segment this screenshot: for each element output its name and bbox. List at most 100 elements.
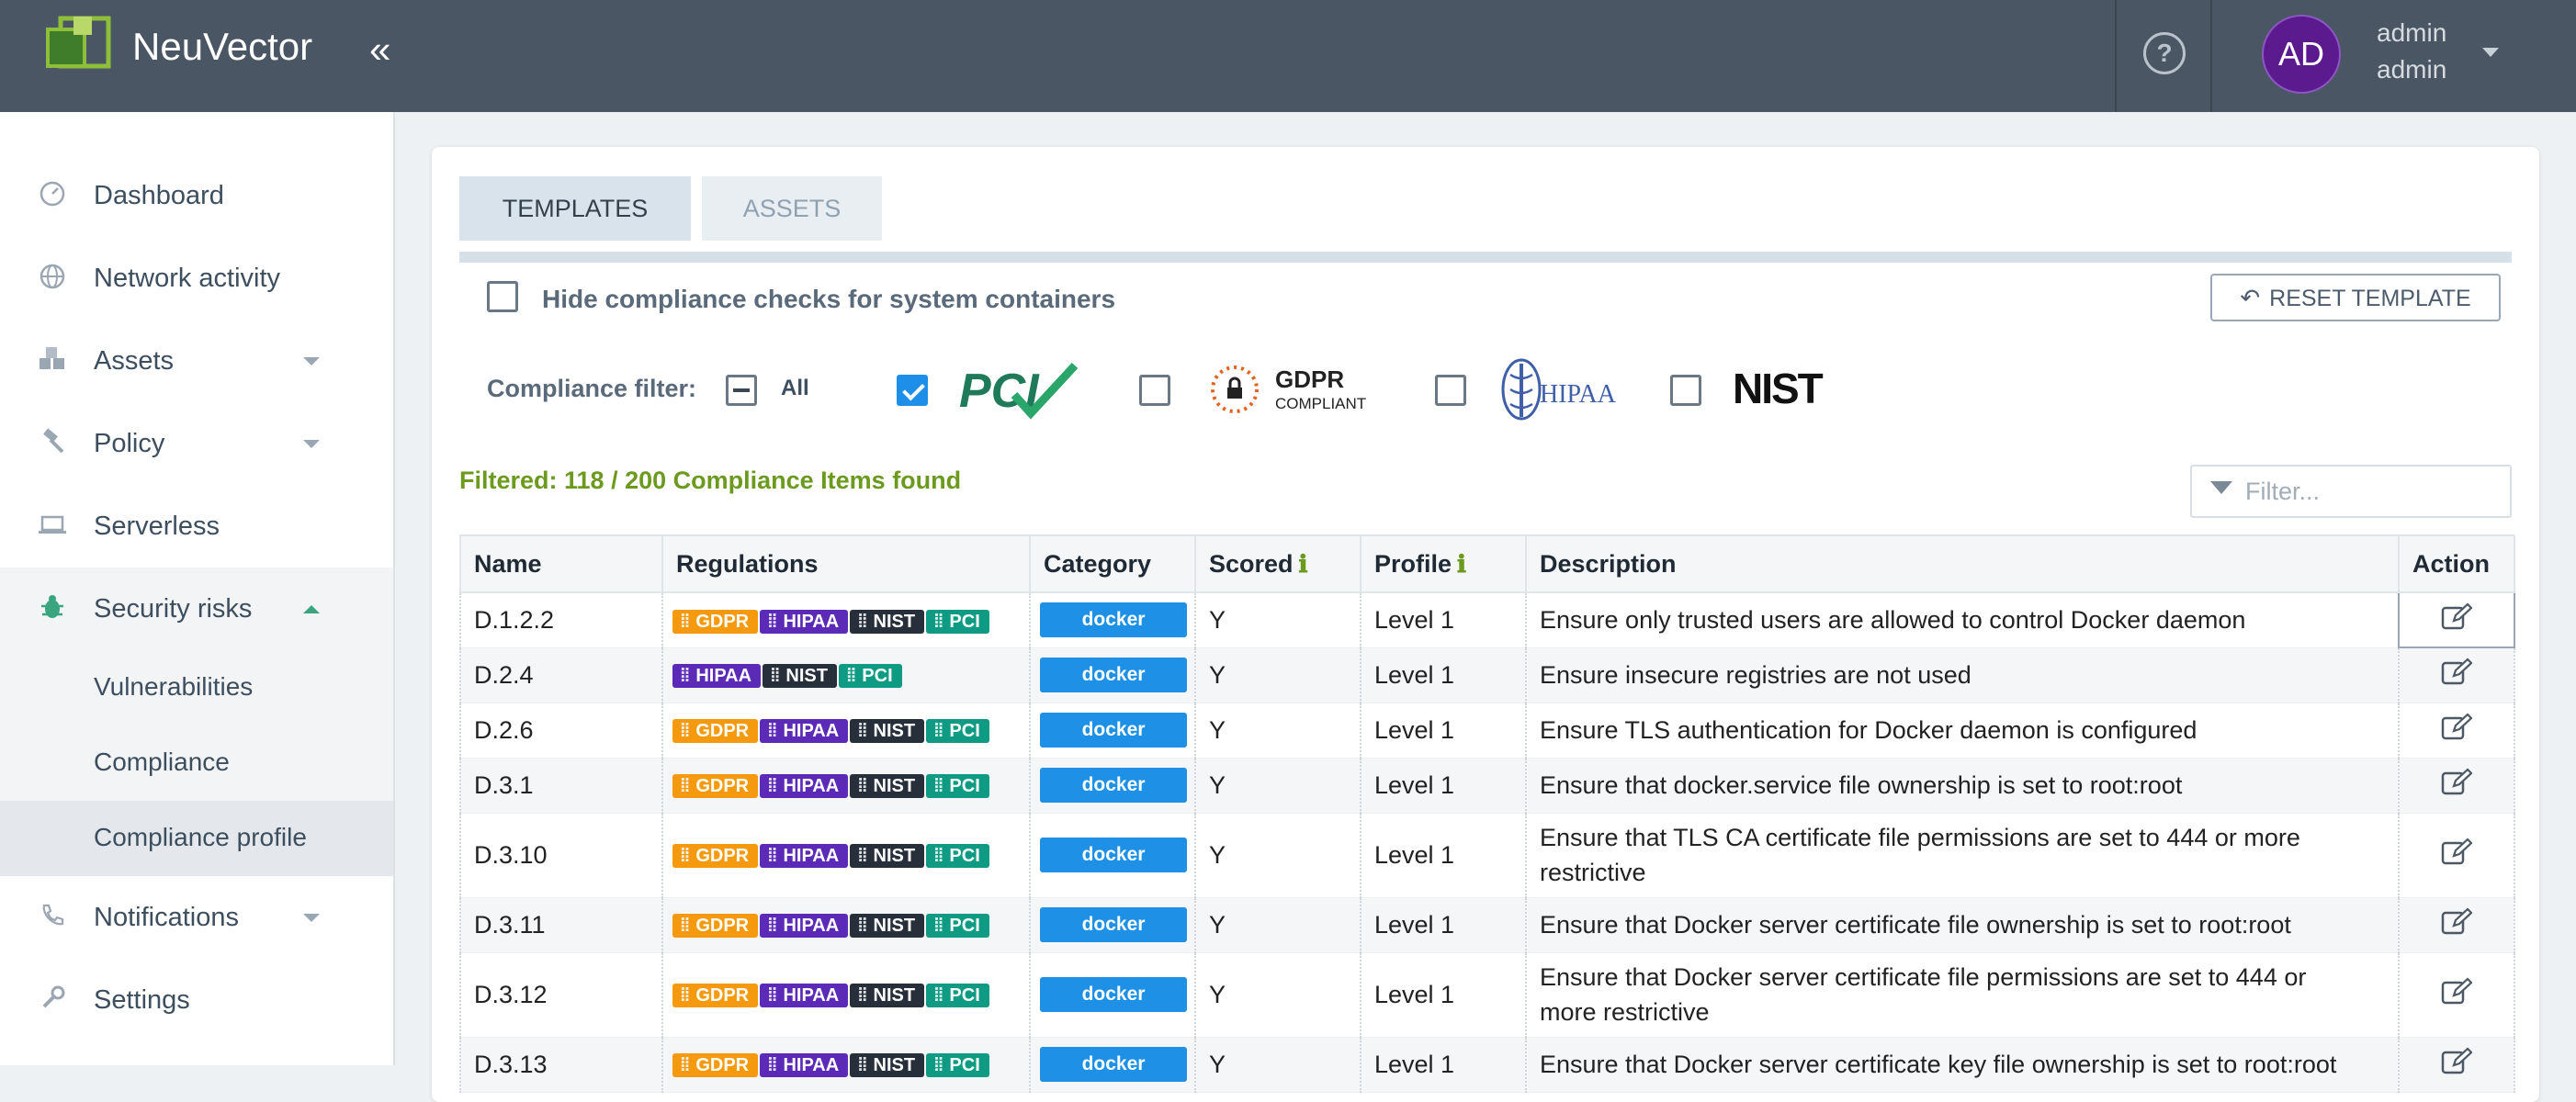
regulation-badge: ⁞⁞NIST: [850, 609, 925, 634]
cell-action: [2398, 897, 2515, 953]
cell-category: docker: [1029, 952, 1196, 1038]
grip-icon: ⁞⁞: [857, 1055, 867, 1076]
sidebar-item-label: Settings: [94, 984, 190, 1015]
edit-icon[interactable]: [2441, 602, 2473, 632]
chevron-down-icon: [303, 913, 320, 922]
category-badge: docker: [1040, 1047, 1187, 1082]
edit-icon[interactable]: [2441, 1046, 2473, 1076]
regulation-badge: ⁞⁞PCI: [926, 719, 989, 744]
cell-regulations: ⁞⁞HIPAA⁞⁞NIST⁞⁞PCI: [661, 647, 1031, 703]
grip-icon: ⁞⁞: [857, 776, 867, 797]
regulation-label: GDPR: [695, 611, 750, 632]
sidebar-item-security-risks[interactable]: Security risks: [0, 568, 393, 650]
sidebar-item-network-activity[interactable]: Network activity: [0, 237, 393, 320]
grip-icon: ⁞⁞: [933, 916, 943, 937]
regulation-badge: ⁞⁞HIPAA: [760, 719, 849, 744]
category-badge: docker: [1040, 658, 1187, 692]
regulation-label: HIPAA: [695, 666, 752, 687]
user-menu-caret-icon[interactable]: [2482, 48, 2499, 57]
column-header-category[interactable]: Category: [1029, 534, 1196, 593]
filter-hipaa-checkbox[interactable]: [1435, 375, 1466, 406]
neuvector-logo-icon: [46, 16, 111, 69]
edit-icon[interactable]: [2441, 767, 2473, 797]
column-header-name[interactable]: Name: [459, 534, 663, 593]
description-text: Ensure only trusted users are allowed to…: [1540, 606, 2246, 635]
neuvector-logo[interactable]: NeuVector: [44, 15, 312, 79]
user-role[interactable]: admin: [2377, 55, 2447, 84]
help-icon[interactable]: ?: [2143, 32, 2186, 74]
tabs: TEMPLATES ASSETS: [459, 176, 2512, 263]
edit-icon[interactable]: [2441, 712, 2473, 742]
sidebar-subitem-label: Compliance: [94, 748, 230, 776]
hide-system-containers-checkbox[interactable]: [487, 281, 518, 312]
filter-pci-checkbox[interactable]: [897, 375, 928, 406]
regulation-label: PCI: [949, 611, 980, 632]
check-name: D.1.2.2: [474, 605, 555, 634]
collapse-sidebar-icon[interactable]: «: [369, 28, 391, 71]
regulation-badge: ⁞⁞PCI: [926, 609, 989, 634]
edit-icon[interactable]: [2441, 906, 2473, 937]
filter-all-checkbox[interactable]: [726, 375, 757, 406]
regulation-label: GDPR: [695, 985, 750, 1006]
filter-icon: [2210, 481, 2232, 494]
description-text: Ensure that Docker server certificate ke…: [1540, 1051, 2337, 1078]
edit-icon[interactable]: [2441, 658, 2473, 687]
sidebar-item-policy[interactable]: Policy: [0, 402, 393, 485]
edit-icon[interactable]: [2441, 976, 2473, 1006]
sidebar-item-notifications[interactable]: Notifications: [0, 876, 393, 959]
category-badge: docker: [1040, 907, 1187, 942]
regulation-badge: ⁞⁞PCI: [926, 844, 989, 869]
user-name[interactable]: admin: [2377, 18, 2447, 47]
info-icon[interactable]: ℹ: [1457, 549, 1466, 578]
grip-icon: ⁞⁞: [767, 846, 777, 867]
grip-icon: ⁞⁞: [857, 916, 867, 937]
edit-icon[interactable]: [2441, 837, 2473, 867]
profile-value: Level 1: [1374, 980, 1455, 1008]
sidebar-subitem-vulnerabilities[interactable]: Vulnerabilities: [0, 650, 393, 725]
cell-action: [2398, 1037, 2515, 1093]
cell-name: D.3.13: [459, 1037, 663, 1093]
filter-nist-checkbox[interactable]: [1670, 375, 1701, 406]
regulation-badge: ⁞⁞PCI: [926, 984, 989, 1008]
column-header-description[interactable]: Description: [1525, 534, 2400, 593]
sidebar-item-dashboard[interactable]: Dashboard: [0, 154, 393, 237]
regulation-label: HIPAA: [783, 985, 840, 1006]
cell-action: [2398, 813, 2515, 898]
filter-input[interactable]: Filter...: [2190, 465, 2512, 518]
cell-category: docker: [1029, 897, 1196, 953]
avatar[interactable]: AD: [2262, 15, 2341, 94]
profile-value: Level 1: [1374, 1050, 1455, 1078]
regulation-badge: ⁞⁞NIST: [850, 719, 925, 744]
regulation-badge: ⁞⁞PCI: [926, 914, 989, 939]
regulation-label: PCI: [949, 721, 980, 742]
sidebar-item-serverless[interactable]: Serverless: [0, 485, 393, 568]
reset-template-button[interactable]: ↶RESET TEMPLATE: [2210, 274, 2501, 321]
filter-gdpr-checkbox[interactable]: [1139, 375, 1170, 406]
cell-description: Ensure that Docker server certificate fi…: [1525, 952, 2400, 1038]
sidebar-item-settings[interactable]: Settings: [0, 959, 393, 1041]
tab-templates[interactable]: TEMPLATES: [459, 176, 691, 241]
sidebar-subitem-compliance[interactable]: Compliance: [0, 725, 393, 801]
cell-action: [2398, 647, 2515, 703]
sidebar-subitem-compliance-profile[interactable]: Compliance profile: [0, 801, 393, 876]
column-header-regulations[interactable]: Regulations: [661, 534, 1031, 593]
sidebar-item-label: Notifications: [94, 902, 239, 932]
tab-assets[interactable]: ASSETS: [702, 176, 882, 241]
cell-description: Ensure that Docker server certificate fi…: [1525, 897, 2400, 953]
sidebar-item-assets[interactable]: Assets: [0, 320, 393, 402]
cell-regulations: ⁞⁞GDPR⁞⁞HIPAA⁞⁞NIST⁞⁞PCI: [661, 813, 1031, 898]
grip-icon: ⁞⁞: [767, 721, 777, 742]
info-icon[interactable]: ℹ: [1298, 549, 1308, 578]
sidebar-item-label: Serverless: [94, 511, 220, 541]
